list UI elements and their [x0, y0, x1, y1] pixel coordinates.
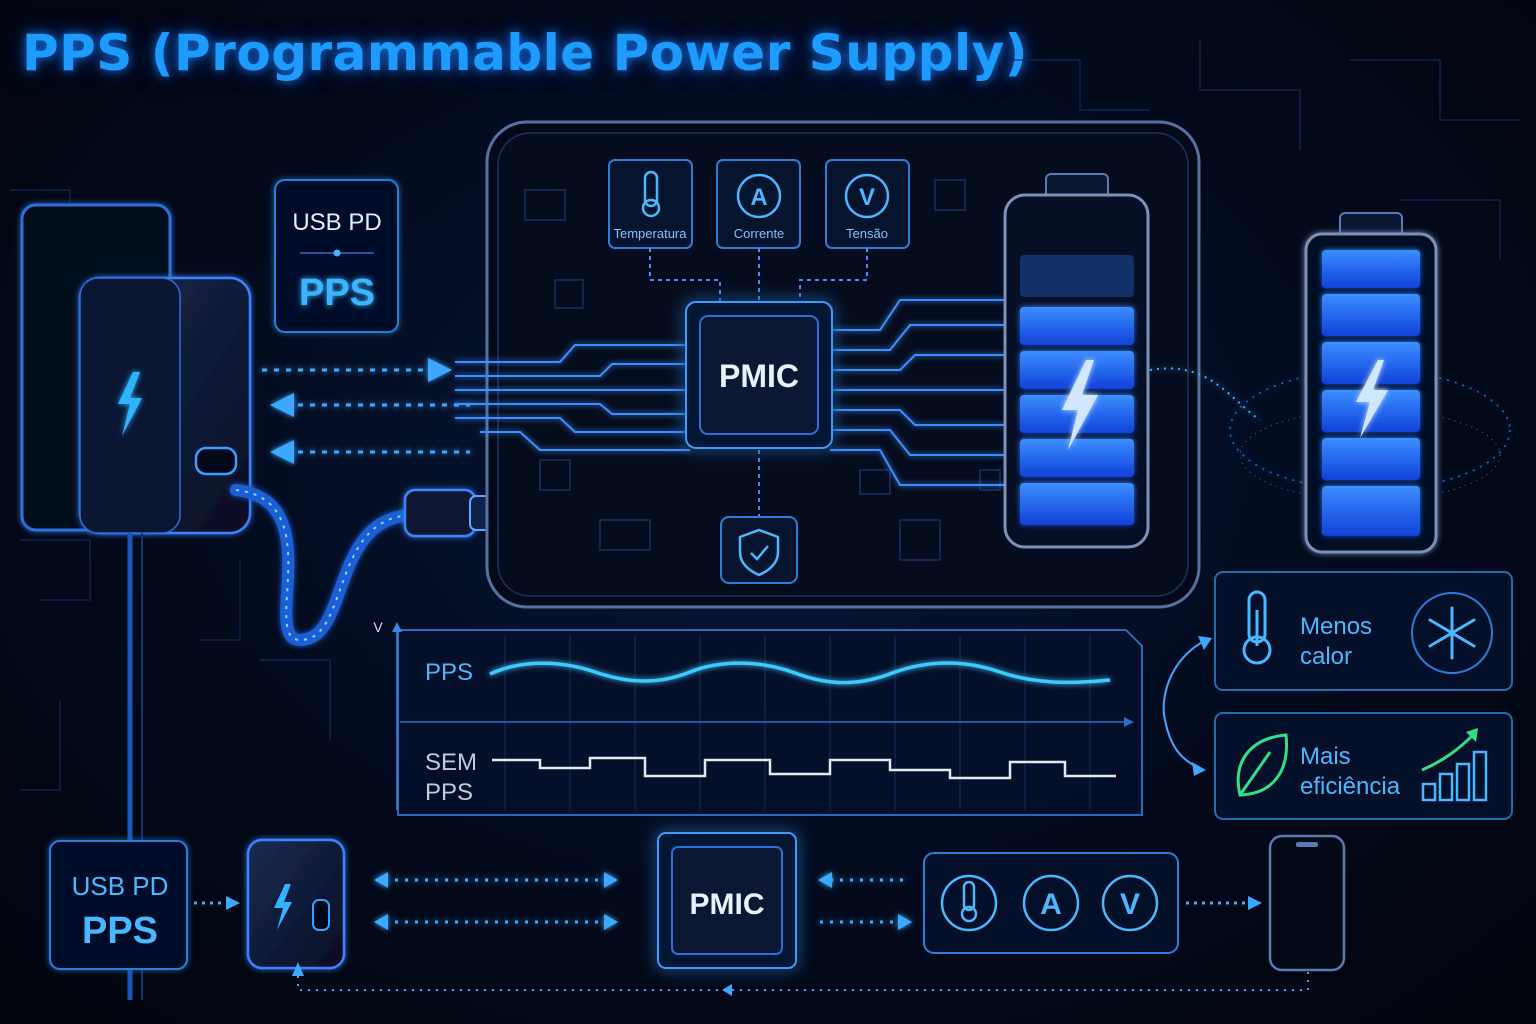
flow-arrows-charger-pmic	[374, 872, 618, 930]
voltmeter-icon	[844, 173, 890, 219]
shield-icon	[738, 528, 780, 577]
protocol-line2: PPS	[299, 272, 375, 314]
flow-sensor-panel: A V	[923, 852, 1179, 954]
feedback-loop	[297, 968, 1309, 991]
sensor-temperature: Temperatura	[608, 159, 693, 249]
sem-pps-label-1: SEM	[425, 749, 477, 776]
sem-pps-label-2: PPS	[425, 779, 473, 806]
benefit-text-line1: Mais	[1300, 743, 1351, 770]
arrow-right	[428, 358, 452, 382]
title: PPS (Programmable Power Supply)	[22, 24, 1029, 82]
flow-sensor-symbol: A	[1040, 888, 1062, 921]
protection-shield	[720, 516, 798, 584]
lightning-icon	[274, 884, 292, 930]
thermometer-icon	[1242, 590, 1272, 665]
ammeter-icon	[736, 173, 782, 219]
graph-axis-label: V	[373, 619, 383, 635]
flow-phone	[1268, 834, 1346, 972]
sensor-voltage: V Tensão	[825, 159, 910, 249]
sensor-symbol: V	[859, 184, 875, 211]
pmic-chip: PMIC	[685, 301, 833, 449]
traces-left	[455, 344, 690, 451]
sensor-symbol: A	[750, 184, 767, 211]
wall-charger	[20, 203, 252, 1000]
arrow-left	[270, 440, 294, 464]
usb-c-cable	[230, 484, 513, 647]
leaf-icon	[1236, 733, 1289, 797]
voltage-graph: V PPS SEM PPS	[373, 619, 1143, 816]
benefit-text-line2: eficiência	[1300, 773, 1401, 800]
flow-charger	[246, 838, 346, 970]
benefit-less-heat: Menos calor	[1214, 571, 1513, 691]
unregulated-voltage-step	[492, 756, 1116, 780]
benefit-text-line1: Menos	[1300, 613, 1372, 640]
snowflake-icon	[1428, 606, 1476, 660]
protocol-box: USB PD PPS	[274, 179, 399, 333]
traces-right	[830, 299, 1005, 486]
growth-chart-icon	[1421, 750, 1488, 802]
sensor-label: Corrente	[734, 226, 785, 241]
sensor-label: Tensão	[846, 226, 888, 241]
lightning-icon	[1062, 360, 1098, 450]
phone-battery	[1003, 173, 1150, 549]
flow-sensor-symbol: V	[1120, 888, 1140, 921]
arrow-left	[270, 393, 294, 417]
charged-battery	[1149, 212, 1511, 554]
phone: Temperatura A Corrente V Tensão PMIC	[455, 120, 1201, 609]
flow-pmic-label: PMIC	[690, 888, 765, 921]
benefit-more-efficiency: Mais eficiência	[1214, 712, 1513, 820]
flow-protocol-line2: PPS	[82, 910, 158, 952]
sensor-current: A Corrente	[716, 159, 801, 249]
flow-protocol-line1: USB PD	[72, 871, 169, 901]
benefit-text-line2: calor	[1300, 643, 1352, 670]
pmic-label: PMIC	[719, 358, 799, 394]
pps-voltage-curve	[489, 661, 1111, 685]
protocol-line1: USB PD	[292, 209, 381, 236]
circuit-board	[524, 179, 1001, 561]
ammeter-icon	[1022, 874, 1080, 932]
negotiation-arrows	[262, 358, 470, 464]
lightning-icon	[118, 372, 142, 436]
thermometer-icon	[641, 170, 661, 218]
background-circuit-traces	[10, 40, 1520, 791]
lightning-icon	[1356, 360, 1388, 438]
flow-diagram: USB PD PPS PMIC	[49, 832, 1346, 996]
benefits: Menos calor Mais eficiência	[1162, 571, 1513, 820]
thermometer-icon	[960, 880, 978, 923]
sensor-label: Temperatura	[614, 226, 688, 241]
pps-label: PPS	[425, 659, 473, 686]
flow-arrows-pmic-sensors	[818, 872, 912, 930]
flow-protocol-box: USB PD PPS	[49, 840, 188, 970]
voltmeter-icon	[1101, 874, 1159, 932]
flow-pmic-chip: PMIC	[657, 832, 797, 969]
